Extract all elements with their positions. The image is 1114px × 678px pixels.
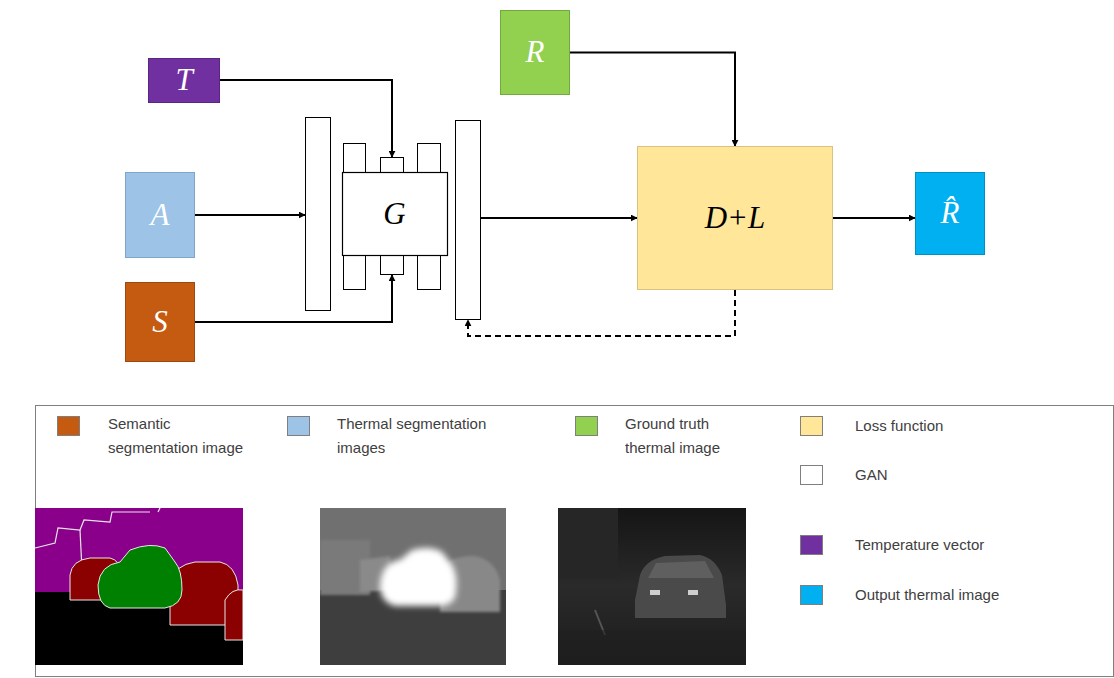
legend-label: GAN xyxy=(855,463,1075,487)
legend-label: Output thermal image xyxy=(855,583,1075,607)
generator-block: G xyxy=(305,115,481,320)
flow-arrow xyxy=(570,53,735,147)
node-label: D+L xyxy=(705,201,766,235)
legend-frame xyxy=(36,406,1114,677)
semantic-segmentation-box: S xyxy=(125,282,195,362)
legend-label: Loss function xyxy=(855,414,1075,438)
flow-arrow xyxy=(195,214,305,216)
legend-swatch xyxy=(287,416,310,436)
node-label: R xyxy=(526,35,545,69)
feedback-arrow xyxy=(468,290,735,336)
thermal-segmentation-box: A xyxy=(125,172,195,258)
legend-swatch xyxy=(575,416,598,436)
thermal-segmentation-picture xyxy=(320,508,506,665)
semantic-segmentation-picture xyxy=(35,508,243,665)
node-label: G xyxy=(342,172,447,255)
node-label: A xyxy=(151,198,170,232)
flow-arrow xyxy=(833,217,915,219)
node-label: S xyxy=(152,305,168,339)
legend-swatch xyxy=(800,465,823,485)
legend-label: Temperature vector xyxy=(855,533,1075,557)
legend-label: Ground truth thermal image xyxy=(625,412,745,460)
legend-swatch xyxy=(57,416,80,436)
legend-swatch xyxy=(800,535,823,555)
legend-swatch xyxy=(800,585,823,605)
legend-label: Thermal segmentation images xyxy=(337,412,507,460)
output-thermal-box: R̂ xyxy=(915,172,985,255)
flow-arrow xyxy=(481,217,637,219)
node-label: R̂ xyxy=(941,196,960,230)
ground-truth-box: R xyxy=(500,10,570,95)
node-label: T xyxy=(175,63,192,97)
legend-swatch xyxy=(800,416,823,436)
ground-truth-thermal-picture xyxy=(558,508,746,665)
legend-label: Semantic segmentation image xyxy=(108,412,258,460)
loss-function-box: D+L xyxy=(637,146,833,290)
temperature-vector-box: T xyxy=(148,58,220,103)
